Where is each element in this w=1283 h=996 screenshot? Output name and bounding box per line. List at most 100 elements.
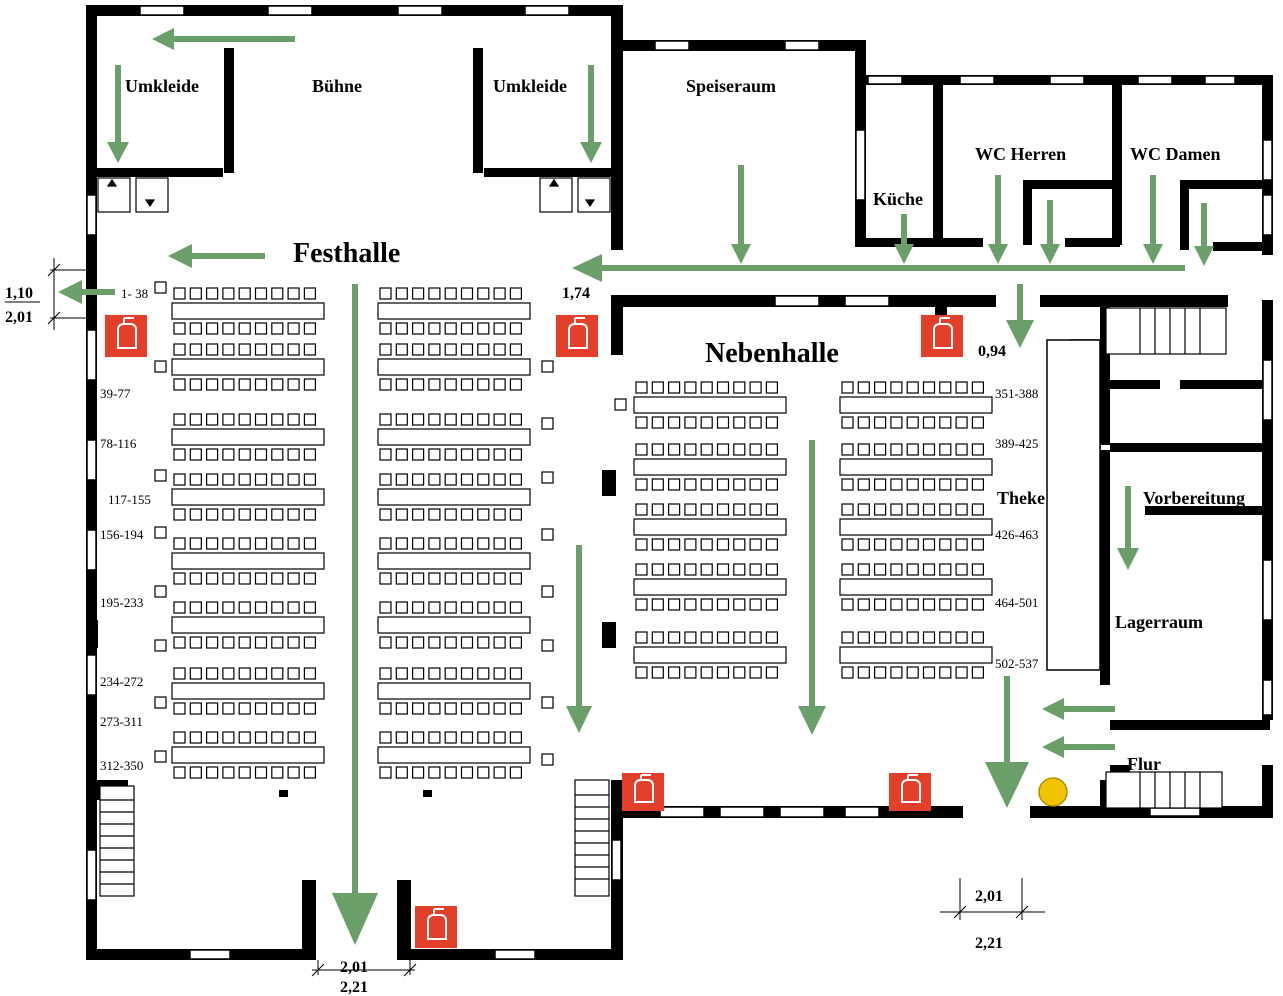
seat	[173, 413, 186, 426]
seat	[614, 398, 627, 411]
seat	[303, 508, 316, 521]
table	[377, 552, 531, 570]
seat	[873, 666, 887, 679]
seat	[971, 631, 985, 644]
seat	[238, 601, 251, 614]
table	[171, 616, 325, 634]
seat	[477, 322, 490, 335]
seat-range-label: 464-501	[995, 595, 1038, 610]
seat	[460, 731, 474, 744]
seat	[238, 378, 251, 391]
seat	[922, 538, 936, 551]
seat	[493, 343, 506, 356]
seat	[922, 666, 936, 679]
seat	[287, 413, 300, 426]
seat	[189, 636, 202, 649]
seat	[395, 572, 408, 585]
seat	[379, 378, 392, 391]
seat	[303, 287, 316, 300]
seat	[379, 572, 392, 585]
seat	[890, 478, 903, 491]
seat	[395, 343, 408, 356]
fire-extinguisher-icon	[921, 315, 963, 357]
seat	[444, 667, 457, 680]
seat	[841, 478, 854, 491]
room-labels: Umkleide Bühne Umkleide Speiseraum Küche…	[125, 76, 1245, 774]
room-umkleide-right: Umkleide	[493, 76, 567, 96]
seat	[493, 702, 506, 715]
seat	[841, 538, 854, 551]
seat	[667, 503, 681, 516]
seat	[541, 417, 554, 430]
seat	[206, 413, 219, 426]
table	[171, 746, 325, 764]
seat	[428, 667, 441, 680]
seat-range-label: 1- 38	[121, 286, 148, 301]
seat-range-label: 156-194	[100, 527, 144, 542]
seat	[651, 666, 664, 679]
seat	[700, 416, 713, 429]
seat	[873, 443, 887, 456]
fire-extinguisher-icon	[622, 773, 664, 811]
seat	[428, 378, 441, 391]
table	[171, 552, 325, 570]
seat	[955, 503, 968, 516]
seat	[271, 667, 284, 680]
seat	[651, 443, 664, 456]
seat	[222, 287, 235, 300]
seat	[173, 343, 186, 356]
seat	[395, 287, 408, 300]
seat	[444, 343, 457, 356]
seat	[906, 416, 919, 429]
seat	[254, 702, 268, 715]
seat	[154, 750, 167, 763]
seat	[395, 322, 408, 335]
seat	[873, 538, 887, 551]
seat-range-label: 389-425	[995, 436, 1038, 451]
seat	[238, 702, 251, 715]
seat	[222, 731, 235, 744]
seat	[238, 667, 251, 680]
seat	[154, 585, 167, 598]
seat	[412, 636, 425, 649]
seat	[857, 416, 870, 429]
seat	[922, 503, 936, 516]
seat	[955, 631, 968, 644]
seat	[955, 598, 968, 611]
seat	[890, 563, 903, 576]
seat	[477, 287, 490, 300]
seat	[189, 448, 202, 461]
seat	[222, 473, 235, 486]
seat	[635, 381, 648, 394]
seat-range-label: 234-272	[100, 674, 143, 689]
seat	[206, 766, 219, 779]
seat	[971, 478, 985, 491]
dimension-labels: 1,10 2,01 1,74 0,94 2,01 2,21 2,01 2,21	[5, 285, 1006, 996]
seat	[395, 766, 408, 779]
seat	[765, 598, 779, 611]
seat	[222, 322, 235, 335]
seat	[395, 448, 408, 461]
seat	[222, 572, 235, 585]
seat	[700, 598, 713, 611]
table	[377, 488, 531, 506]
seat	[222, 667, 235, 680]
seat	[651, 478, 664, 491]
seat	[922, 443, 936, 456]
seat	[749, 416, 762, 429]
seat	[460, 343, 474, 356]
seat	[890, 538, 903, 551]
seat	[271, 287, 284, 300]
seat	[955, 666, 968, 679]
seat	[749, 538, 762, 551]
seat	[700, 631, 713, 644]
seat	[700, 478, 713, 491]
seat	[857, 478, 870, 491]
seat	[395, 702, 408, 715]
seat	[873, 563, 887, 576]
seat	[509, 702, 522, 715]
table	[377, 428, 531, 446]
seat	[254, 601, 268, 614]
room-nebenhalle: Nebenhalle	[705, 338, 839, 369]
room-lagerraum: Lagerraum	[1115, 612, 1203, 632]
